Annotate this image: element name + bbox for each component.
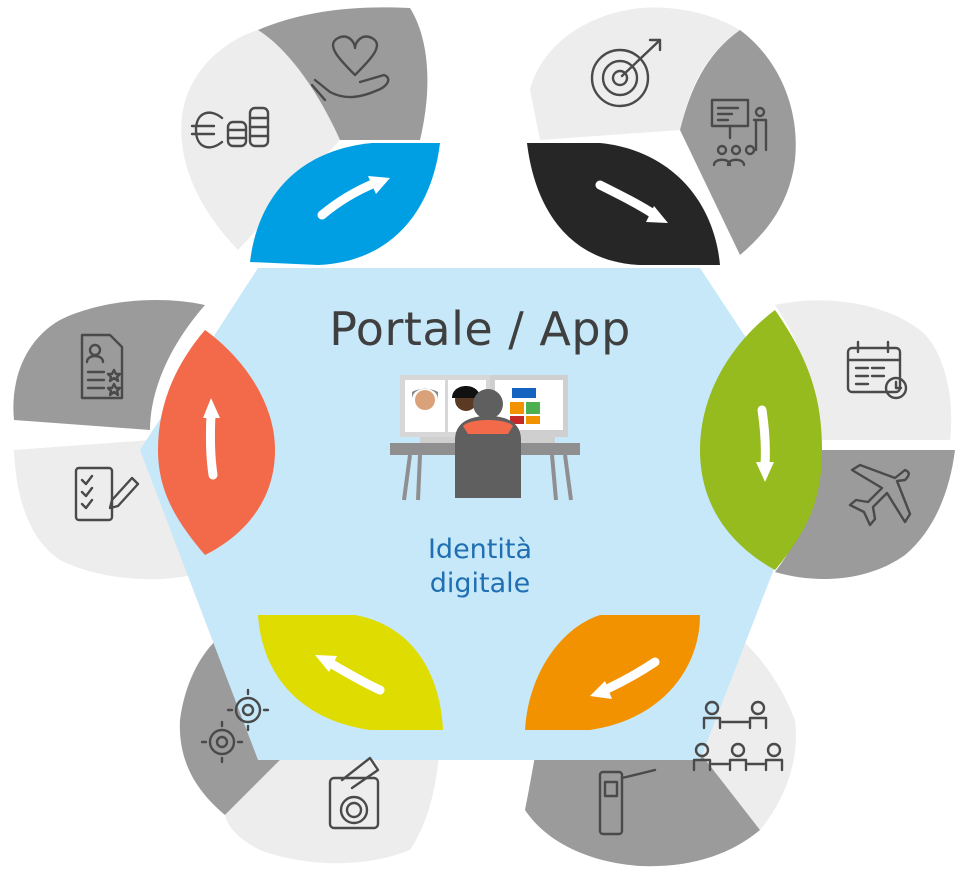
arrowhead-black: [646, 206, 668, 223]
profile-document-icon: [80, 333, 124, 400]
outer-petal-light-1: [181, 30, 340, 250]
leaf-black: [527, 143, 720, 265]
arrow-yellow: [325, 658, 385, 695]
time-clock-card-icon: [328, 756, 380, 830]
center-title: Portale / App: [329, 302, 631, 356]
outer-petal-light-2: [530, 7, 740, 141]
arrow-green: [757, 405, 770, 470]
outer-petal-dark-4: [525, 730, 760, 867]
outer-petal-light-5: [225, 740, 440, 864]
outer-petal-dark-1: [258, 7, 428, 140]
leaf-orange: [525, 615, 700, 730]
leaf-red: [158, 330, 275, 555]
checklist-pencil-icon: [74, 466, 140, 522]
outer-petal-light-6: [14, 440, 205, 580]
arrow-orange: [600, 657, 660, 695]
outer-petal-dark-2: [680, 30, 796, 255]
subtitle-line-2: digitale: [429, 568, 531, 599]
airplane-icon: [848, 463, 912, 527]
arrowhead-red: [203, 398, 220, 418]
gears-icon: [200, 688, 270, 764]
outer-petal-light-3: [775, 300, 952, 440]
arrowhead-yellow: [315, 655, 337, 672]
turnstile-gate-icon: [598, 768, 657, 836]
outer-petal-dark-6: [13, 300, 205, 430]
target-arrow-icon: [590, 38, 662, 108]
calendar-clock-icon: [846, 340, 908, 400]
center-subtitle: Identità digitale: [380, 533, 580, 601]
arrow-blue: [317, 178, 380, 220]
heart-in-hand-icon: [310, 35, 390, 102]
arrow-red: [205, 410, 218, 480]
people-connections-icon: [692, 700, 784, 772]
arrowhead-green: [756, 462, 774, 482]
arrowhead-orange: [590, 681, 612, 699]
presentation-audience-icon: [710, 98, 768, 167]
person-at-computer-video-call-icon: [390, 375, 580, 501]
subtitle-line-1: Identità: [427, 534, 533, 565]
arrowhead-blue: [368, 176, 390, 194]
leaf-blue: [250, 143, 440, 265]
euro-coins-icon: [190, 106, 270, 149]
